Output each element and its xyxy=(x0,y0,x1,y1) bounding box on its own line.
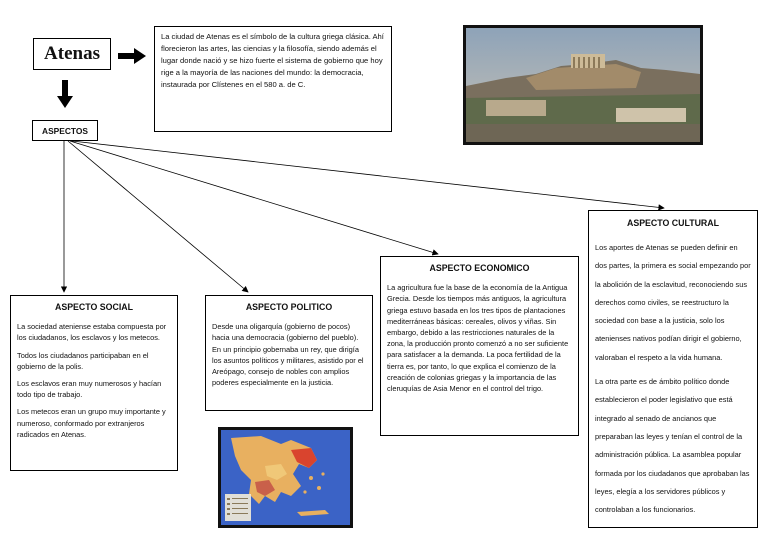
connector-economico xyxy=(69,140,439,256)
aspect-social-text-2: Todos los ciudadanos participaban en el … xyxy=(17,350,149,371)
greece-map xyxy=(218,427,353,528)
connector-cultural xyxy=(71,140,665,211)
aspect-cultural-text-2: La otra parte es de ámbito político dond… xyxy=(595,377,750,515)
aspect-social-box: ASPECTO SOCIAL La sociedad ateniense est… xyxy=(10,295,178,471)
aspect-politico-heading: ASPECTO POLITICO xyxy=(245,302,333,312)
down-arrow-icon xyxy=(57,80,73,108)
aspect-cultural-text-1: Los aportes de Atenas se pueden definir … xyxy=(595,243,751,362)
aspect-social-text-3: Los esclavos eran muy numerosos y hacían… xyxy=(17,379,162,400)
acropolis-photo xyxy=(463,25,703,145)
aspect-economico-heading: ASPECTO ECONOMICO xyxy=(429,263,530,273)
aspect-economico-box: ASPECTO ECONOMICO La agricultura fue la … xyxy=(380,256,579,436)
aspect-politico-box: ASPECTO POLITICO Desde una oligarquía (g… xyxy=(205,295,373,411)
intro-text: La ciudad de Atenas es el símbolo de la … xyxy=(154,26,392,132)
aspect-social-text-4: Los metecos eran un grupo muy importante… xyxy=(17,407,166,439)
aspect-cultural-box: ASPECTO CULTURAL Los aportes de Atenas s… xyxy=(588,210,758,528)
aspect-economico-text: La agricultura fue la base de la economí… xyxy=(387,283,569,394)
aspect-social-text-1: La sociedad ateniense estaba compuesta p… xyxy=(17,322,167,343)
aspect-politico-text: Desde una oligarquía (gobierno de pocos)… xyxy=(212,322,364,388)
right-arrow-icon xyxy=(118,48,146,64)
aspectos-label: ASPECTOS xyxy=(32,120,98,141)
aspect-social-heading: ASPECTO SOCIAL xyxy=(54,302,134,312)
page-title: Atenas xyxy=(33,38,111,70)
connector-politico xyxy=(67,140,249,293)
aspect-cultural-heading: ASPECTO CULTURAL xyxy=(626,218,720,228)
